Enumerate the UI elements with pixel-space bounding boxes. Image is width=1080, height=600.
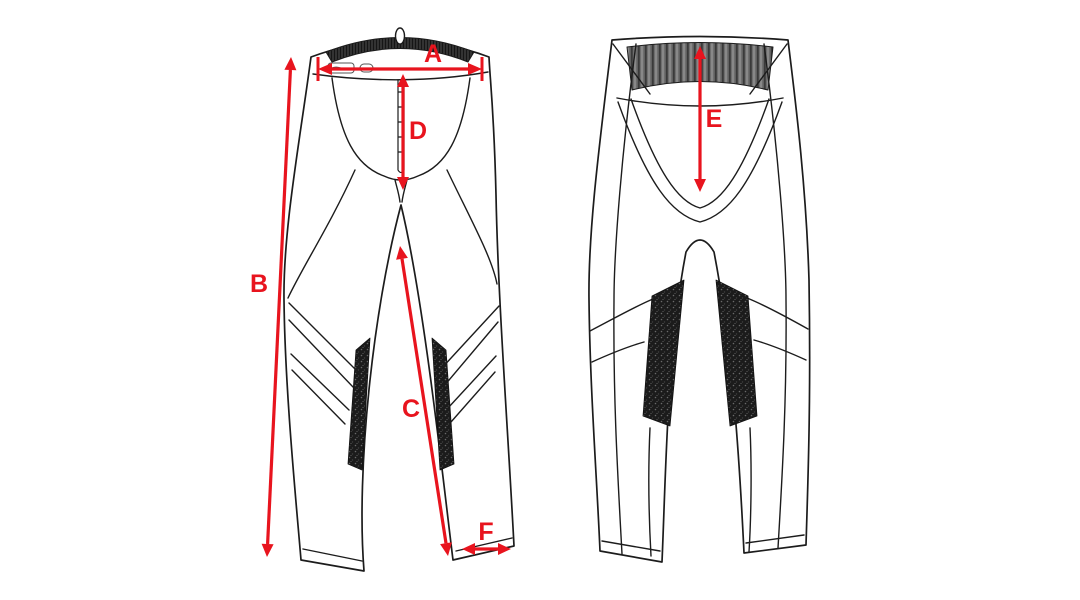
arrow-head-icon	[396, 246, 408, 260]
arrow-head-icon	[468, 63, 482, 75]
measurement-arrow-c: C	[396, 246, 452, 556]
measurement-label-c: C	[402, 395, 420, 423]
measurement-label-b: B	[250, 270, 268, 298]
back-left-knee-dark-panel	[642, 279, 685, 427]
front-left-knee-dark-panel	[347, 337, 371, 471]
measurement-arrow-a: A	[316, 40, 484, 81]
arrow-head-icon	[462, 543, 475, 555]
arrow-head-icon	[397, 74, 409, 87]
hang-loop	[394, 27, 406, 45]
pants-back-view	[588, 35, 811, 563]
measurement-label-a: A	[424, 40, 442, 68]
measurement-arrow-f: F	[462, 518, 511, 555]
back-cuff-seams	[601, 534, 805, 552]
back-right-knee-dark-panel	[715, 279, 758, 427]
arrow-head-icon	[318, 63, 332, 75]
arrow-head-icon	[440, 542, 452, 556]
measurement-arrow-b: B	[250, 57, 297, 557]
measurement-label-e: E	[706, 105, 723, 133]
arrow-head-icon	[694, 46, 706, 59]
pants-front-view	[283, 27, 515, 572]
front-right-knee-dark-panel	[431, 337, 455, 471]
measurement-label-f: F	[478, 518, 493, 546]
front-waistband-mesh-panel	[325, 37, 475, 63]
arrow-head-icon	[284, 57, 297, 71]
front-silhouette	[283, 39, 515, 572]
arrow-head-icon	[397, 177, 409, 190]
measurement-arrow-d: D	[397, 74, 427, 190]
arrow-head-icon	[261, 543, 274, 557]
arrow-head-icon	[694, 179, 706, 192]
measurement-arrow-e: E	[694, 46, 722, 192]
measurement-arrows: A B C D	[250, 40, 722, 557]
measurement-label-d: D	[409, 117, 427, 145]
front-knee-chevron-seams	[288, 302, 500, 425]
arrow-head-icon	[498, 543, 511, 555]
